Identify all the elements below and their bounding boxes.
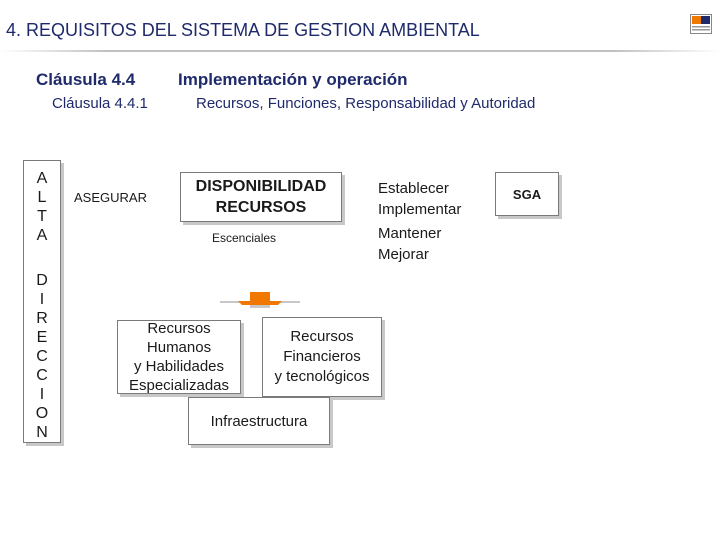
- vertical-letter: A: [36, 170, 48, 187]
- rrff-line: y tecnológicos: [274, 368, 370, 385]
- vertical-letter: T: [37, 208, 47, 225]
- clause-number: Cláusula 4.4: [36, 70, 136, 89]
- mantener-label: Mantener: [378, 225, 442, 242]
- rrff-line: Recursos: [290, 328, 354, 345]
- vertical-letter: O: [35, 405, 49, 422]
- vertical-letter: A: [36, 227, 48, 244]
- escenciales-label: Escenciales: [212, 231, 277, 245]
- mantener-mejorar-text: Mantener Mejorar: [378, 223, 441, 265]
- rrhh-line: Especializadas: [128, 377, 230, 394]
- infraestructura-box: Infraestructura: [188, 397, 330, 445]
- clause-name: Implementación y operación: [178, 70, 408, 89]
- implementar-label: Implementar: [378, 201, 462, 218]
- vertical-letter: I: [39, 291, 45, 308]
- establecer-label: Establecer: [378, 180, 449, 197]
- recursos-humanos-box: Recursos Humanos y Habilidades Especiali…: [117, 320, 241, 394]
- vertical-letter: C: [36, 367, 48, 384]
- connector-icon: [220, 290, 300, 312]
- disponibilidad-line: DISPONIBILIDAD: [195, 178, 327, 195]
- sga-box: SGA: [495, 172, 559, 216]
- rrhh-line: Humanos: [146, 339, 212, 356]
- rrhh-line: Recursos: [147, 320, 211, 337]
- vertical-letter: D: [36, 272, 48, 289]
- vertical-letter: N: [36, 424, 48, 441]
- establecer-implementar-text: Establecer Implementar: [378, 178, 461, 220]
- vertical-letter: C: [36, 348, 48, 365]
- page-title: 4. REQUISITOS DEL SISTEMA DE GESTION AMB…: [6, 20, 480, 40]
- subclause-number: Cláusula 4.4.1: [52, 95, 148, 112]
- asegurar-label: ASEGURAR: [74, 190, 147, 205]
- title-divider: [0, 50, 720, 52]
- sga-label: SGA: [512, 186, 542, 202]
- disponibilidad-recursos-box: DISPONIBILIDAD RECURSOS: [180, 172, 342, 222]
- vertical-letter: L: [37, 189, 47, 206]
- vertical-letter: R: [36, 310, 48, 327]
- direccion-word: D I R E C C I O N: [36, 271, 48, 442]
- vertical-letter: I: [39, 386, 45, 403]
- rrhh-line: y Habilidades: [133, 358, 225, 375]
- alta-direccion-box: A L T A D I R E C C I O N: [23, 160, 61, 443]
- recursos-financieros-box: Recursos Financieros y tecnológicos: [262, 317, 382, 397]
- mejorar-label: Mejorar: [378, 246, 429, 263]
- alta-word: A L T A: [37, 169, 48, 245]
- subclause-name: Recursos, Funciones, Responsabilidad y A…: [196, 95, 536, 112]
- vertical-letter: E: [36, 329, 48, 346]
- infraestructura-label: Infraestructura: [210, 412, 308, 430]
- recursos-line: RECURSOS: [215, 199, 307, 216]
- rrff-line: Financieros: [283, 348, 361, 365]
- logo-icon: [690, 14, 712, 34]
